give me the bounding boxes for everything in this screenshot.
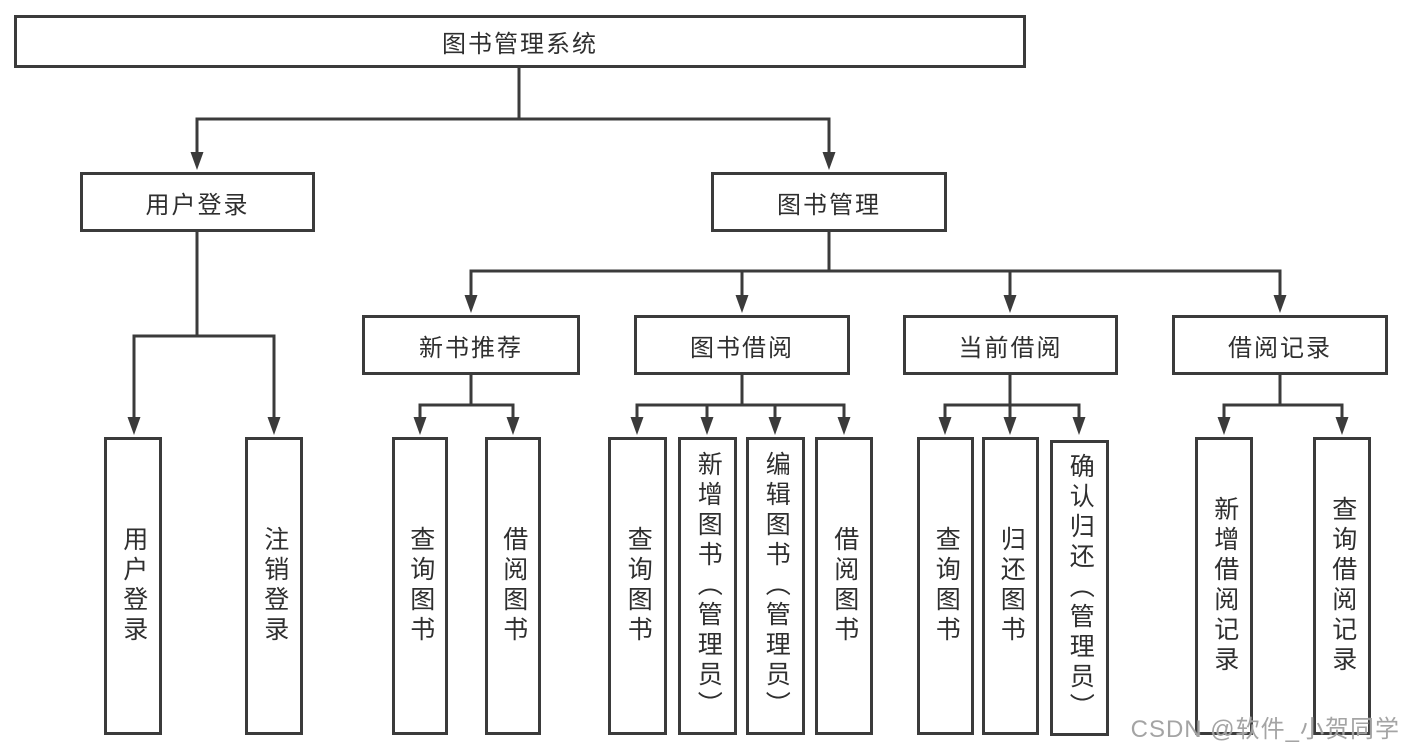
leaf-current-confirm-return-admin: 确认归还（管理员）: [1050, 440, 1109, 736]
arrowhead-icon: [768, 417, 782, 435]
leaf-borrow-add-books-admin: 新增图书（管理员）: [678, 437, 737, 735]
node-new-book-recommend: 新书推荐: [362, 315, 580, 375]
arrowhead-icon: [700, 417, 714, 435]
node-borrowing-records: 借阅记录: [1172, 315, 1388, 375]
arrowhead-icon: [506, 417, 520, 435]
arrowhead-icon: [1003, 417, 1017, 435]
arrowhead-icon: [822, 152, 836, 170]
leaf-records-add-record: 新增借阅记录: [1195, 437, 1253, 735]
arrowhead-icon: [938, 417, 952, 435]
arrowhead-icon: [837, 417, 851, 435]
arrowhead-icon: [1072, 417, 1086, 435]
watermark: CSDN @软件_小贺同学: [1130, 716, 1400, 743]
arrowhead-icon: [1003, 295, 1017, 313]
leaf-newbook-query-books: 查询图书: [392, 437, 448, 735]
leaf-newbook-borrow-books: 借阅图书: [485, 437, 541, 735]
arrowhead-icon: [735, 295, 749, 313]
node-book-management: 图书管理: [711, 172, 947, 232]
node-user-login: 用户登录: [80, 172, 315, 232]
leaf-borrow-query-books: 查询图书: [608, 437, 667, 735]
arrowhead-icon: [1335, 417, 1349, 435]
node-current-borrowing: 当前借阅: [903, 315, 1118, 375]
leaf-user-login: 用户登录: [104, 437, 162, 735]
arrowhead-icon: [413, 417, 427, 435]
leaf-borrow-edit-books-admin: 编辑图书（管理员）: [746, 437, 805, 735]
arrowhead-icon: [190, 152, 204, 170]
arrowhead-icon: [267, 417, 281, 435]
leaf-current-query-books: 查询图书: [917, 437, 974, 735]
arrowhead-icon: [1273, 295, 1287, 313]
leaf-borrow-borrow-books: 借阅图书: [815, 437, 873, 735]
arrowhead-icon: [630, 417, 644, 435]
leaf-current-return-books: 归还图书: [982, 437, 1039, 735]
node-root-system: 图书管理系统: [14, 15, 1026, 68]
arrowhead-icon: [464, 295, 478, 313]
leaf-records-query-record: 查询借阅记录: [1313, 437, 1371, 735]
leaf-logout: 注销登录: [245, 437, 303, 735]
arrowhead-icon: [127, 417, 141, 435]
arrowhead-icon: [1217, 417, 1231, 435]
node-book-borrowing: 图书借阅: [634, 315, 850, 375]
